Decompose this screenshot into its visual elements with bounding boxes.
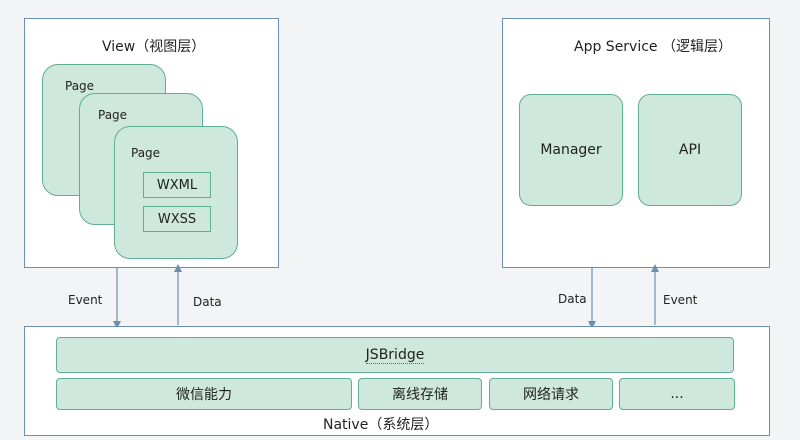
page-card-3: Page WXML WXSS <box>114 126 238 259</box>
capability-more: ... <box>619 378 735 410</box>
jsbridge-label: JSBridge <box>365 346 425 364</box>
wxml-box: WXML <box>143 172 211 198</box>
manager-box: Manager <box>519 94 623 206</box>
service-event-label: Event <box>663 293 698 307</box>
view-layer-title: View（视图层） <box>102 39 206 55</box>
api-box: API <box>638 94 742 206</box>
app-service-title: App Service （逻辑层） <box>574 39 732 55</box>
view-data-label: Data <box>193 295 222 309</box>
capability-wechat: 微信能力 <box>56 378 352 410</box>
page-card-2-label: Page <box>98 108 128 122</box>
wxss-box: WXSS <box>143 206 211 232</box>
view-event-label: Event <box>68 293 103 307</box>
service-data-label: Data <box>558 292 587 306</box>
native-layer-title: Native（系统层） <box>323 417 439 433</box>
page-card-3-label: Page <box>131 146 161 160</box>
jsbridge-bar: JSBridge <box>56 337 734 373</box>
capability-offline-storage: 离线存储 <box>358 378 482 410</box>
capability-network-request: 网络请求 <box>489 378 613 410</box>
page-card-1-label: Page <box>65 79 95 93</box>
